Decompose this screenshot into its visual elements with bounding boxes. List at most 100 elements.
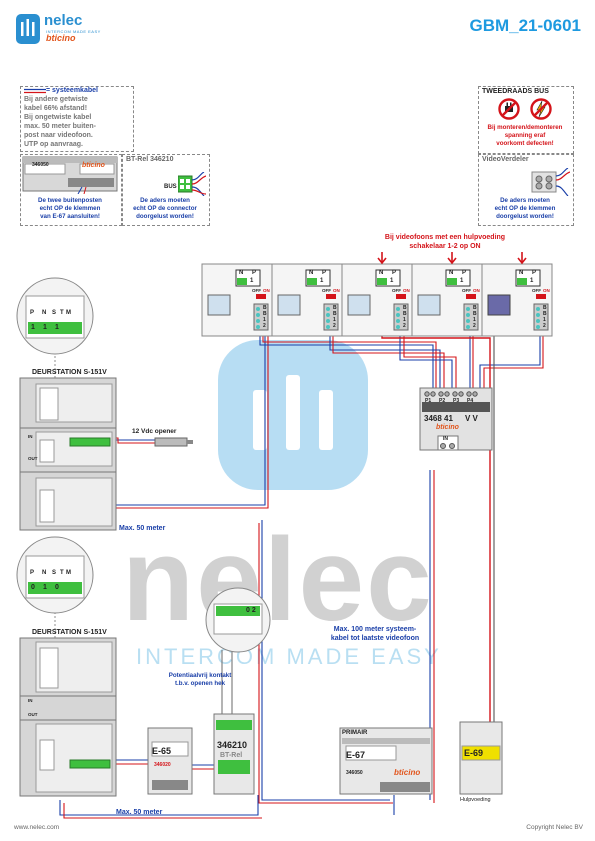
no-plug-icon — [498, 98, 520, 120]
module-346050-image — [22, 156, 118, 194]
door-station-1-zoom-val-3: 1 — [55, 324, 59, 331]
potential-free-note-1: Potentiaalvrij kontakt — [168, 672, 232, 679]
e69-caption: Hulpvoeding — [460, 797, 491, 803]
door-station-2-zoom-n: N — [42, 570, 47, 576]
monitor-3-terminal-b2: B — [403, 311, 407, 317]
door-station-1-zoom-s: S — [52, 310, 57, 316]
monitor-2-switch-on: ON — [333, 288, 340, 293]
footer-copyright: Copyright Nelec BV — [526, 824, 583, 831]
monitor-3-terminal-b1: B — [403, 305, 407, 311]
nelec-logo-icon — [16, 14, 40, 44]
cable-line-2: kabel 66% afstand! — [24, 105, 88, 112]
distance-system-1: Max. 100 meter systeem- — [333, 626, 417, 633]
monitor-2-p: P — [322, 270, 327, 276]
btrel-note-3: doorgelust worden! — [136, 213, 194, 220]
brand-tagline: INTERCOM MADE EASY — [46, 29, 101, 34]
btrel-bus-label: BUS — [164, 184, 177, 190]
distributor-in: IN — [443, 436, 448, 442]
e65-label: E-65 — [152, 746, 172, 756]
monitor-3-n-value: 1 — [390, 278, 394, 284]
monitor-5-terminal-2: 2 — [543, 323, 546, 329]
door-station-2-zoom-m: M — [66, 570, 71, 576]
btrel-sub: BT-Rel — [220, 752, 243, 759]
monitor-4-n: N — [449, 270, 454, 276]
video-distributor-note-1: De aders moeten — [500, 197, 550, 204]
watermark-logo-icon — [218, 340, 368, 490]
e69-label: E-69 — [464, 748, 484, 758]
monitor-1-terminal-1: 1 — [263, 317, 266, 323]
monitor-4-terminal-2: 2 — [473, 323, 476, 329]
monitor-1-n: N — [239, 270, 244, 276]
btrel-connector-image — [178, 172, 206, 196]
module-346050-code: 346050 — [32, 162, 49, 168]
btrel-switch-value: 0 2 — [246, 607, 256, 614]
monitor-5-terminal-b2: B — [543, 311, 547, 317]
door-station-2-zoom-p: P — [30, 570, 35, 576]
btrel-detail-title: BT-Rel 346210 — [126, 156, 174, 163]
monitor-5-n: N — [519, 270, 524, 276]
monitor-5-n-value: 1 — [530, 278, 534, 284]
system-cable-legend-icon — [24, 88, 46, 94]
distance-system-2: kabel tot laatste videofoon — [330, 635, 420, 642]
monitor-2-terminal-1: 1 — [333, 317, 336, 323]
distributor-port-p1: P1 — [425, 398, 432, 404]
video-distributor-note-2: echt OP de klemmen — [494, 205, 556, 212]
monitor-2-n-value: 1 — [320, 278, 324, 284]
footer-url[interactable]: www.nelec.com — [14, 824, 60, 831]
cable-line-1: Bij andere getwiste — [24, 96, 88, 103]
cable-line-5: post naar videofoon. — [24, 132, 93, 139]
document-id: GBM_21-0601 — [469, 16, 581, 35]
distributor-model: 3468 41 — [424, 414, 453, 423]
two-wire-warning-3: voorkomt defecten! — [496, 140, 554, 147]
door-station-2-title: DEURSTATION S-151V — [32, 629, 107, 636]
distance-top: Max. 50 meter — [119, 525, 166, 532]
door-station-2-zoom-val-3: 0 — [55, 584, 59, 591]
monitor-3-p: P — [392, 270, 397, 276]
monitor-4-switch-off: OFF — [462, 288, 471, 293]
door-station-1-zoom-t: T — [60, 310, 64, 316]
door-station-2-zoom-t: T — [60, 570, 64, 576]
monitor-1-terminal-b2: B — [263, 311, 267, 317]
door-station-2-out: OUT — [28, 712, 38, 717]
door-station-2-in: IN — [28, 698, 33, 703]
monitor-4-terminal-b2: B — [473, 311, 477, 317]
door-station-1-zoom-m: M — [66, 310, 71, 316]
video-distributor-note-3: doorgelust worden! — [496, 213, 554, 220]
monitor-2-terminal-b2: B — [333, 311, 337, 317]
door-station-1-title: DEURSTATION S-151V — [32, 369, 107, 376]
potential-free-note-2: t.b.v. openen hek — [174, 680, 226, 687]
monitor-4-p: P — [462, 270, 467, 276]
cable-line-6: UTP op aanvraag. — [24, 141, 84, 148]
opener-label: 12 Vdc opener — [132, 428, 177, 435]
e67-brand: bticino — [394, 768, 421, 777]
btrel-note-2: echt OP de connector — [133, 205, 197, 212]
monitor-1-switch-on: ON — [263, 288, 270, 293]
video-distributor-detail-box — [478, 154, 574, 226]
no-voltage-icon — [530, 98, 552, 120]
door-station-2-zoom-val-1: 0 — [31, 584, 35, 591]
module-346050-note-3: van E-67 aansluiten! — [40, 213, 100, 220]
monitor-5-switch-off: OFF — [532, 288, 541, 293]
two-wire-warning-2: spanning eraf — [504, 132, 546, 139]
door-station-1-out: OUT — [28, 456, 38, 461]
module-346050-note-1: De twee buitenposten — [38, 197, 102, 204]
monitor-1-terminal-b1: B — [263, 305, 267, 311]
monitor-5-terminal-1: 1 — [543, 317, 546, 323]
distributor-brand: bticino — [436, 424, 459, 431]
monitor-3-terminal-1: 1 — [403, 317, 406, 323]
monitor-4-n-value: 1 — [460, 278, 464, 284]
door-station-2-zoom-val-2: 1 — [43, 584, 47, 591]
door-station-2-zoom-s: S — [52, 570, 57, 576]
two-wire-title: TWEEDRAADS BUS — [482, 88, 549, 95]
aux-supply-note-1: Bij videofoons met een hulpvoeding — [384, 234, 506, 241]
module-346050-bticino: bticino — [82, 162, 105, 169]
monitor-3-switch-on: ON — [403, 288, 410, 293]
monitor-4-terminal-1: 1 — [473, 317, 476, 323]
monitor-2-n: N — [309, 270, 314, 276]
cable-line-4: max. 50 meter buiten- — [24, 123, 96, 130]
door-station-1-in: IN — [28, 434, 33, 439]
two-wire-warning-1: Bij monteren/demonteren — [487, 124, 563, 131]
monitor-5-terminal-b1: B — [543, 305, 547, 311]
video-distributor-terminal-image — [531, 168, 570, 196]
